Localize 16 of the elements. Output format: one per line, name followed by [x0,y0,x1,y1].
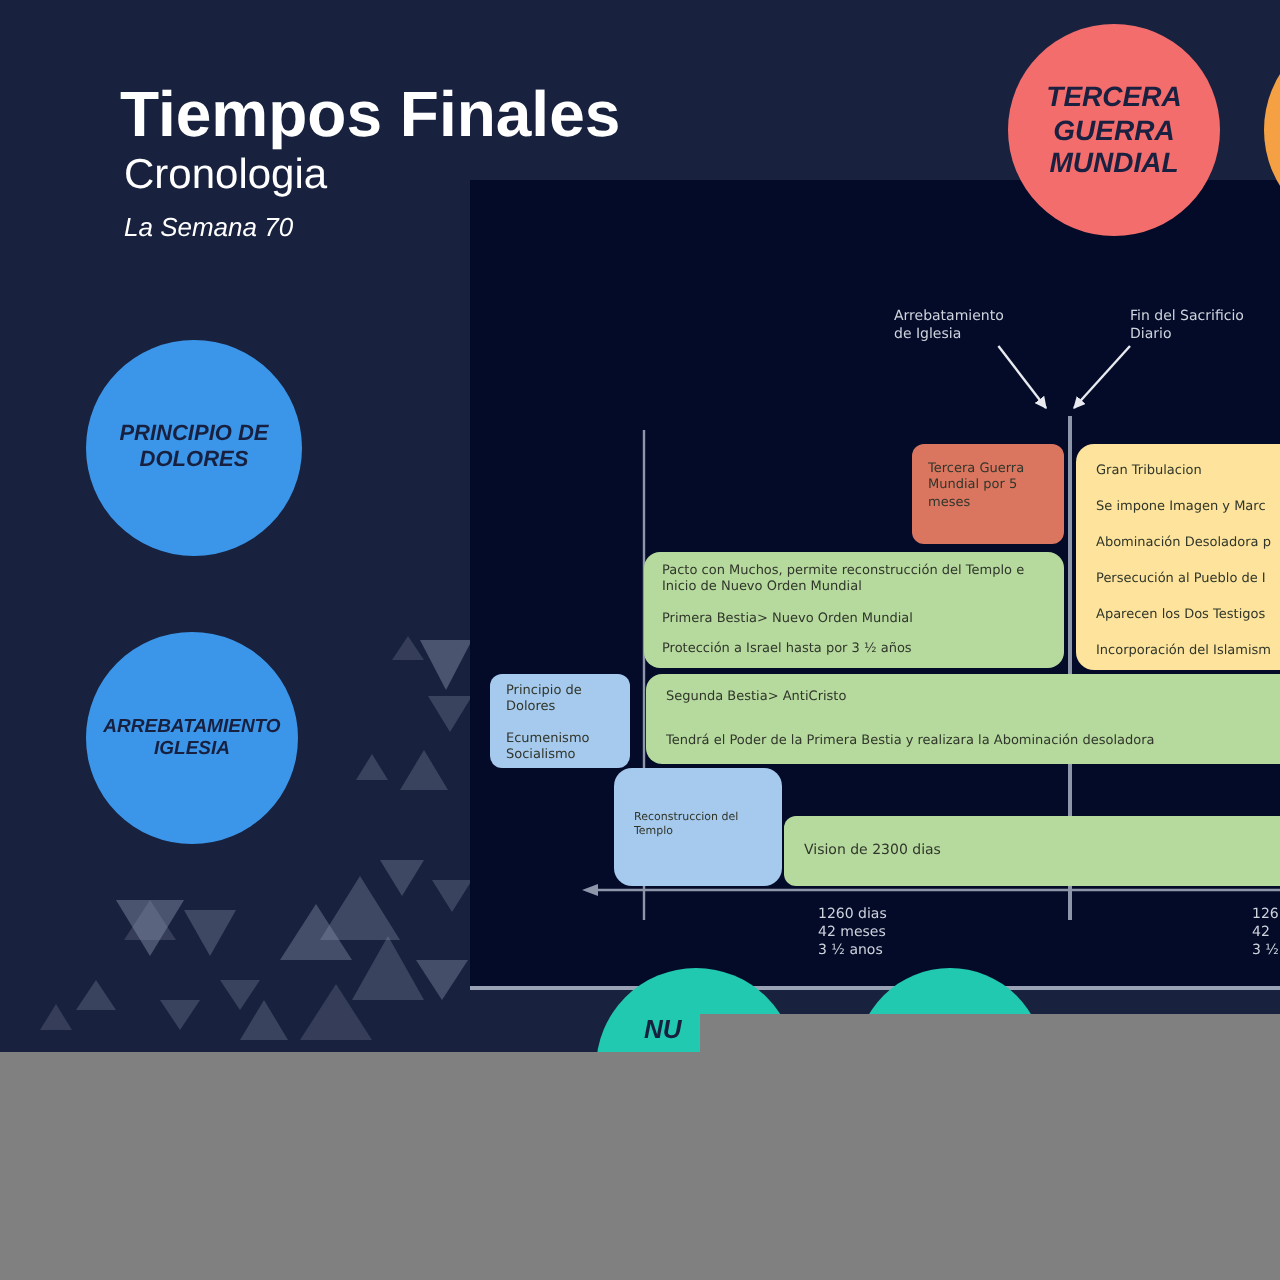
event-card [784,816,1280,886]
event-card [912,444,1064,544]
topic-label: NU [644,1014,682,1046]
event-card [1076,444,1280,670]
event-card [490,674,630,768]
topic-label: PRINCIPIO DE DOLORES [117,421,271,475]
topic-label: TERCERA GUERRA MUNDIAL [1044,79,1184,181]
subtitle: La Semana 70 [124,212,294,242]
event-card [614,768,782,886]
slide-title: Tiempos Finales [120,80,621,151]
subtitle: Cronologia [124,152,328,200]
topic-label: ARREBATAMIENTO IGLESIA [101,715,283,761]
arrow [1073,345,1131,409]
arrow [997,345,1047,409]
event-card [644,552,1064,668]
event-card [646,674,1280,764]
